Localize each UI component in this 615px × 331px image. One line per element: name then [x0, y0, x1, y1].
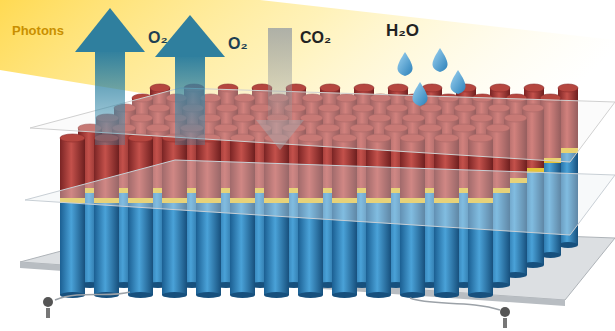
rod-base: [230, 292, 255, 298]
rod-base: [400, 292, 425, 298]
rod-top: [354, 84, 374, 92]
electrical-contact: [55, 292, 500, 310]
blue-segment: [162, 203, 187, 295]
nanowire-rod: [230, 134, 255, 298]
light-label: Photons: [12, 24, 64, 37]
rod-top: [320, 84, 340, 92]
oxygen-arrow: [75, 8, 145, 145]
membrane-plate: [25, 160, 615, 235]
blue-segment: [94, 203, 119, 295]
rod-base: [332, 292, 357, 298]
rod-base: [468, 292, 493, 298]
co2-arrow: [256, 28, 304, 150]
nanowire-rod: [94, 134, 119, 298]
rod-top: [150, 84, 170, 92]
electrode-symbol: [43, 297, 510, 328]
nanowire-rod: [162, 134, 187, 298]
blue-segment: [230, 203, 255, 295]
rod-base: [298, 292, 323, 298]
oxygen-label: O₂: [148, 30, 168, 46]
rod-base: [434, 292, 459, 298]
blue-segment: [128, 203, 153, 295]
nanowire-rod: [128, 134, 153, 298]
rod-base: [366, 292, 391, 298]
rod-top: [558, 84, 578, 92]
water-drops: [397, 48, 465, 106]
rod-base: [162, 292, 187, 298]
rod-top: [388, 84, 408, 92]
blue-segment: [196, 203, 221, 295]
rod-base: [128, 292, 153, 298]
nanowire-rod: [60, 134, 85, 298]
oxygen-label: O₂: [228, 36, 248, 52]
rod-top: [490, 84, 510, 92]
blue-segment: [60, 203, 85, 295]
rod-top: [60, 134, 85, 142]
water-label: H₂O: [386, 22, 419, 39]
rod-top: [524, 84, 544, 92]
rod-base: [264, 292, 289, 298]
nanowire-rod: [196, 134, 221, 298]
co2-label: CO₂: [300, 30, 331, 46]
rod-base: [196, 292, 221, 298]
